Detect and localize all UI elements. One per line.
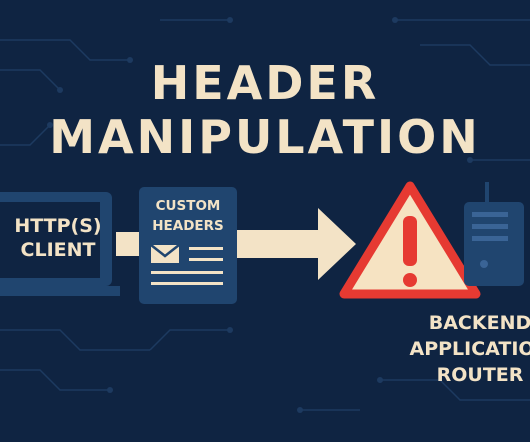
server-icon [464, 182, 524, 286]
backend-line-2: APPLICATION [409, 338, 530, 360]
http-client-label: HTTP(S) CLIENT [6, 214, 110, 262]
headers-line-1: CUSTOM [155, 198, 221, 214]
backend-line-1: BACKEND [428, 312, 530, 334]
client-line-2: CLIENT [20, 239, 96, 261]
backend-router-label: BACKEND APPLICATION ROUTER [405, 310, 530, 388]
title-line-1: HEADER [150, 56, 380, 110]
custom-headers-label: CUSTOM HEADERS [139, 196, 237, 236]
backend-line-3: ROUTER [436, 364, 524, 386]
envelope-icon [150, 244, 223, 285]
client-line-1: HTTP(S) [14, 215, 102, 237]
title-line-2: MANIPULATION [49, 110, 481, 164]
warning-icon [339, 181, 481, 299]
headers-line-2: HEADERS [152, 218, 224, 234]
laptop-icon [0, 192, 120, 296]
connector-client-to-headers [116, 232, 140, 256]
